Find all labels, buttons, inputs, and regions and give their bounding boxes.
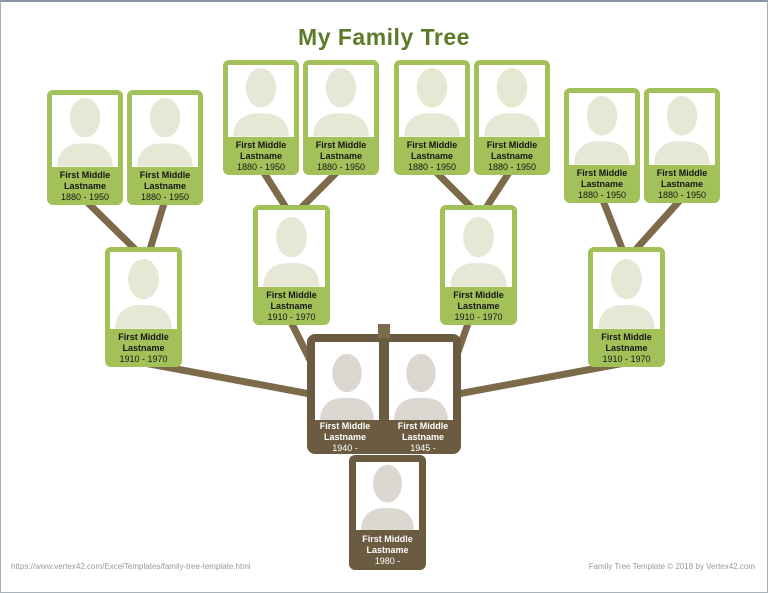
person-dates: 1880 - 1950: [236, 162, 286, 172]
person-dates: 1880 - 1950: [657, 190, 707, 200]
person-silhouette-icon: [57, 98, 113, 167]
connector-line: [82, 197, 145, 259]
person-card-great-grandparent-5[interactable]: First Middle Lastname 1880 - 1950: [394, 60, 470, 175]
person-silhouette-icon: [313, 68, 369, 137]
person-silhouette-icon: [233, 68, 289, 137]
person-name-line2: Lastname: [366, 545, 409, 555]
person-name-line2: Lastname: [239, 151, 283, 161]
person-name-line2: Lastname: [319, 151, 363, 161]
person-name-line1: First Middle: [576, 168, 628, 178]
person-photo: [132, 95, 198, 167]
person-dates: 1910 - 1970: [119, 354, 168, 364]
person-photo: [308, 65, 374, 137]
person-name-line1: First Middle: [319, 421, 371, 431]
person-dates: 1880 - 1950: [577, 190, 627, 200]
person-silhouette-icon: [598, 259, 655, 329]
person-name-line1: First Middle: [397, 421, 449, 431]
person-photo: [258, 210, 325, 287]
person-silhouette-icon: [654, 96, 710, 165]
person-card-grandparent-2[interactable]: First Middle Lastname 1910 - 1970: [253, 205, 330, 325]
person-dates: 1980 -: [374, 556, 401, 566]
person-photo: [569, 93, 635, 165]
person-card-great-grandparent-7[interactable]: First Middle Lastname 1880 - 1950: [564, 88, 640, 203]
person-name-line2: Lastname: [605, 343, 648, 353]
person-name-line2: Lastname: [660, 179, 704, 189]
page-title: My Family Tree: [298, 24, 470, 50]
connector-line: [627, 195, 685, 259]
person-photo: [110, 252, 177, 329]
person-dates: 1880 - 1950: [487, 162, 537, 172]
connector-line: [144, 198, 169, 258]
person-dates: 1910 - 1970: [602, 354, 651, 364]
person-dates: 1880 - 1950: [60, 192, 110, 202]
person-name-line2: Lastname: [270, 301, 313, 311]
person-name-line1: First Middle: [601, 332, 652, 342]
person-name-line1: First Middle: [656, 168, 708, 178]
person-card-grandparent-3[interactable]: First Middle Lastname 1910 - 1970: [440, 205, 517, 325]
person-name-line2: Lastname: [323, 432, 367, 442]
person-silhouette-icon: [361, 464, 414, 530]
person-name-line1: First Middle: [235, 140, 287, 150]
person-dates: 1940 -: [332, 443, 358, 453]
person-photo: [479, 65, 545, 137]
person-silhouette-icon: [320, 353, 374, 420]
person-photo: [52, 95, 118, 167]
connector-line: [138, 358, 322, 400]
footer-copyright: Family Tree Template © 2018 by Vertex42.…: [588, 562, 755, 571]
person-photo: [389, 342, 453, 420]
person-silhouette-icon: [484, 68, 540, 137]
person-card-child[interactable]: First Middle Lastname 1980 -: [349, 455, 426, 570]
person-silhouette-icon: [394, 353, 448, 420]
person-name-line1: First Middle: [453, 290, 504, 300]
person-photo: [399, 65, 465, 137]
person-photo: [593, 252, 660, 329]
person-name-line1: First Middle: [406, 140, 458, 150]
person-name-line1: First Middle: [59, 170, 111, 180]
person-name-line2: Lastname: [122, 343, 165, 353]
person-silhouette-icon: [574, 96, 630, 165]
person-card-great-grandparent-3[interactable]: First Middle Lastname 1880 - 1950: [223, 60, 299, 175]
person-silhouette-icon: [450, 217, 507, 287]
person-name-line1: First Middle: [315, 140, 367, 150]
connector-line: [446, 358, 631, 400]
person-photo: [228, 65, 294, 137]
person-silhouette-icon: [263, 217, 320, 287]
person-name-line2: Lastname: [490, 151, 534, 161]
person-silhouette-icon: [137, 98, 193, 167]
person-silhouette-icon: [115, 259, 172, 329]
person-name-line1: First Middle: [118, 332, 169, 342]
person-name-line2: Lastname: [401, 432, 445, 442]
person-card-grandparent-4[interactable]: First Middle Lastname 1910 - 1970: [588, 247, 665, 367]
person-name-line1: First Middle: [362, 534, 413, 544]
person-name-line2: Lastname: [410, 151, 454, 161]
person-card-great-grandparent-6[interactable]: First Middle Lastname 1880 - 1950: [474, 60, 550, 175]
footer-template-url[interactable]: https://www.vertex42.com/ExcelTemplates/…: [11, 562, 251, 571]
person-name-line1: First Middle: [266, 290, 317, 300]
parents-top-connector: [378, 324, 390, 338]
person-silhouette-icon: [404, 68, 460, 137]
person-photo: [356, 462, 419, 530]
person-card-great-grandparent-2[interactable]: First Middle Lastname 1880 - 1950: [127, 90, 203, 205]
person-name-line2: Lastname: [580, 179, 624, 189]
person-card-great-grandparent-1[interactable]: First Middle Lastname 1880 - 1950: [47, 90, 123, 205]
person-photo: [315, 342, 379, 420]
connector-line: [598, 196, 629, 258]
person-name-line1: First Middle: [486, 140, 538, 150]
person-name-line2: Lastname: [457, 301, 500, 311]
person-card-grandparent-1[interactable]: First Middle Lastname 1910 - 1970: [105, 247, 182, 367]
person-photo: [445, 210, 512, 287]
person-card-great-grandparent-8[interactable]: First Middle Lastname 1880 - 1950: [644, 88, 720, 203]
person-photo: [649, 93, 715, 165]
person-name-line2: Lastname: [143, 181, 187, 191]
person-dates: 1880 - 1950: [316, 162, 366, 172]
person-dates: 1880 - 1950: [140, 192, 190, 202]
person-name-line1: First Middle: [139, 170, 191, 180]
person-dates: 1880 - 1950: [407, 162, 457, 172]
person-card-great-grandparent-4[interactable]: First Middle Lastname 1880 - 1950: [303, 60, 379, 175]
person-dates: 1945 -: [410, 443, 436, 453]
person-dates: 1910 - 1970: [454, 312, 503, 322]
person-dates: 1910 - 1970: [267, 312, 316, 322]
parents-couple-card[interactable]: First Middle Lastname 1940 - First Middl…: [307, 324, 461, 454]
person-name-line2: Lastname: [63, 181, 107, 191]
